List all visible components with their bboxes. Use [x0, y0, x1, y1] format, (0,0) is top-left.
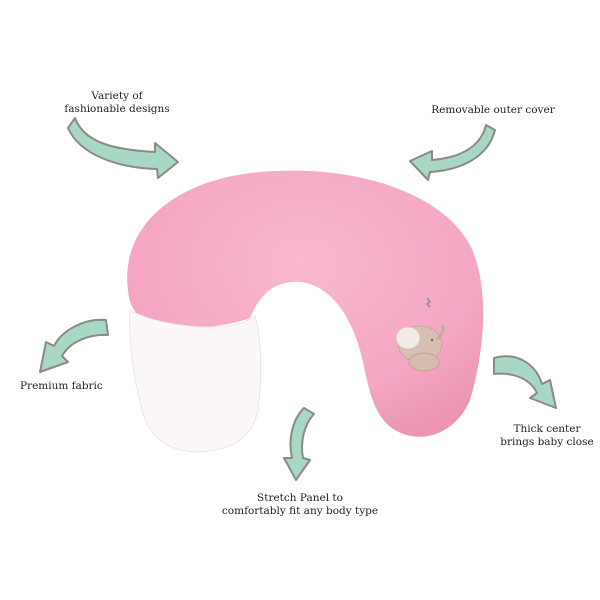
feature-label-center: Thick center brings baby close [500, 423, 594, 448]
stretch-panel [129, 309, 262, 453]
pillow-cover [127, 170, 484, 437]
feature-label-fabric: Premium fabric [20, 380, 103, 392]
arrow-cover-icon [409, 124, 496, 181]
arrow-fabric-icon [39, 318, 109, 373]
arrow-stretch-icon [283, 407, 315, 481]
arrow-center-icon [493, 355, 557, 409]
feature-label-designs: Variety of fashionable designs [64, 90, 170, 115]
elephant-applique-icon [395, 297, 445, 372]
arrow-designs-icon [67, 117, 179, 179]
nursing-pillow [127, 170, 484, 453]
feature-label-stretch: Stretch Panel to comfortably fit any bod… [221, 492, 379, 517]
feature-label-cover: Removable outer cover [431, 104, 555, 116]
